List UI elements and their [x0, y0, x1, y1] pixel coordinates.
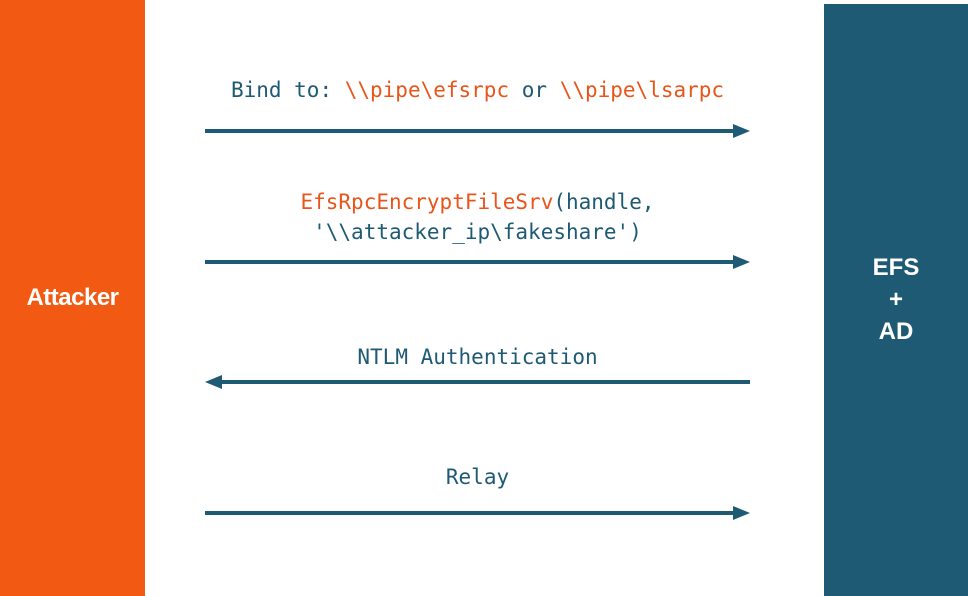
bind-arrow	[205, 124, 750, 138]
ad-label: AD	[878, 318, 914, 345]
encrypt-message-line2: '\\attacker_ip\fakeshare')	[200, 217, 755, 247]
efs-ad-box: EFS + AD	[824, 4, 968, 596]
attacker-label: Attacker	[26, 284, 119, 311]
relay-arrow	[205, 506, 750, 520]
relay-label: Relay	[445, 465, 510, 489]
encrypt-share-path: '\\attacker_ip\fakeshare')	[313, 220, 642, 244]
encrypt-args: (handle,	[553, 190, 655, 214]
encrypt-function-name: EfsRpcEncryptFileSrv	[300, 190, 554, 214]
bind-pipe-lsarpc: \\pipe\lsarpc	[559, 78, 725, 102]
efs-label: EFS	[872, 254, 920, 281]
bind-prefix: Bind to:	[230, 78, 345, 102]
plus-label: +	[888, 286, 903, 313]
ntlm-label: NTLM Authentication	[357, 345, 598, 369]
bind-or: or	[509, 78, 560, 102]
attacker-box: Attacker	[0, 0, 145, 596]
bind-message-label: Bind to: \\pipe\efsrpc or \\pipe\lsarpc	[200, 75, 755, 105]
encrypt-message-line1: EfsRpcEncryptFileSrv(handle,	[200, 187, 755, 217]
encrypt-arrow	[205, 255, 750, 269]
relay-message-label: Relay	[200, 462, 755, 492]
ntlm-message-label: NTLM Authentication	[200, 342, 755, 372]
ntlm-arrow	[205, 375, 750, 389]
bind-pipe-efsrpc: \\pipe\efsrpc	[344, 78, 510, 102]
